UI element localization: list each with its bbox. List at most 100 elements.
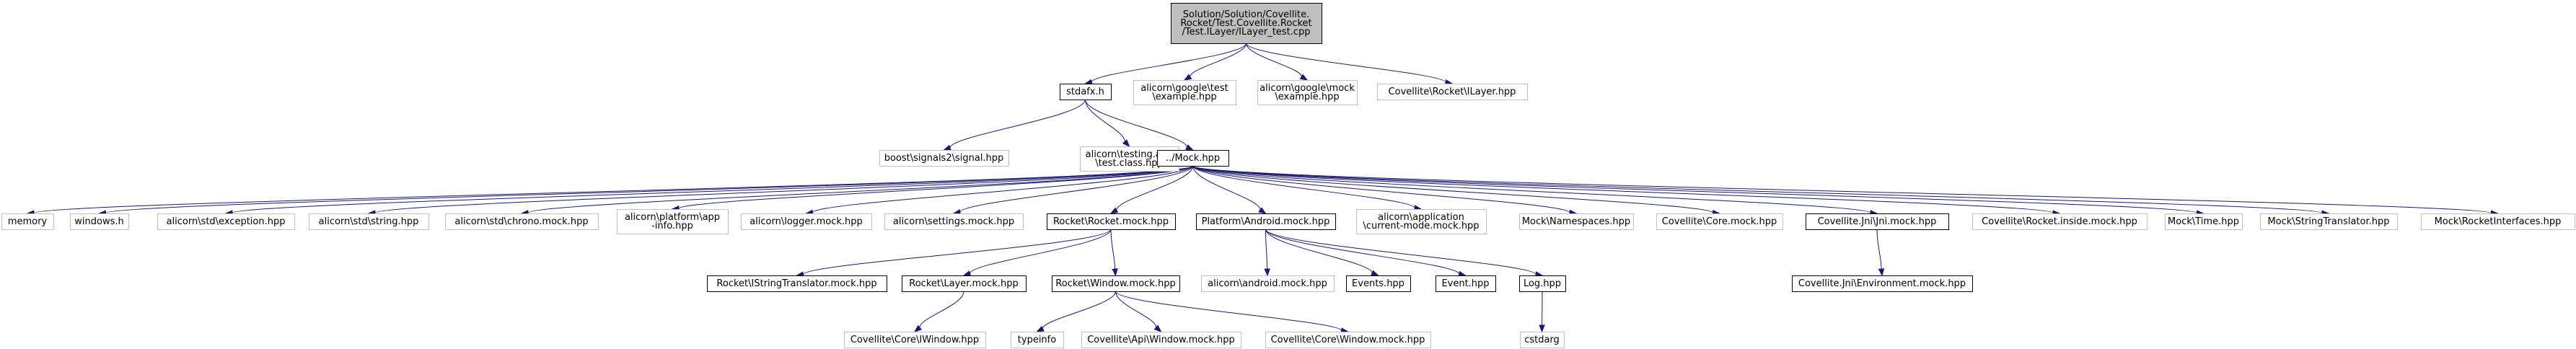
node-label: Rocket\Rocket.mock.hpp [1053,216,1169,227]
edge-platform_android-to-events [1265,229,1379,276]
edge-line [1115,291,1157,328]
node-stdafx[interactable]: stdafx.h [1060,84,1112,100]
node-box [2421,213,2575,230]
node-root[interactable]: Solution/Solution/Covellite.Rocket/Test.… [1171,3,1322,44]
node-gmock_example: alicorn\google\mock\example.hpp [1257,80,1358,105]
node-label: cstdarg [1524,335,1560,345]
node-current_mode: alicorn\application\current-mode.mock.hp… [1356,209,1487,234]
node-platform_android[interactable]: Platform\Android.mock.hpp [1196,213,1336,230]
edge-mock-to-string [367,165,1193,216]
node-exception: alicorn\std\exception.hpp [157,213,295,230]
edge-line [374,165,1193,213]
node-label: alicorn\application [1378,212,1464,223]
edge-line [1192,165,2323,214]
node-label: alicorn\google\test [1140,83,1228,94]
edge-mock-to-jnimock [1192,165,1878,216]
node-box [445,213,599,230]
node-event[interactable]: Event.hpp [1436,275,1496,292]
edge-mock-to-platform_android [1192,165,1267,214]
edge-line [802,229,1112,275]
node-box [1377,84,1528,100]
node-environment[interactable]: Covellite.Jni\Environment.mock.hpp [1792,275,1973,292]
node-label: ../Mock.hpp [1166,153,1220,164]
edge-line [1192,165,1570,213]
edge-line [232,165,1193,214]
node-box [707,275,887,292]
edge-layermock-to-iwindow [913,291,964,332]
edge-line [949,99,1086,149]
edge-line [1192,165,1261,211]
node-box [1060,84,1112,100]
edge-root-to-gmock_example [1246,43,1309,81]
node-rocketmock[interactable]: Rocket\Rocket.mock.hpp [1047,213,1176,230]
node-cstdarg: cstdarg [1520,332,1565,348]
node-box [1656,213,1783,230]
node-box [2260,213,2398,230]
edge-line [1265,229,1460,275]
node-label: \current-mode.mock.hpp [1363,221,1479,231]
edge-stdafx-to-mock [1085,99,1194,151]
node-box [884,213,1024,230]
node-events[interactable]: Events.hpp [1346,275,1411,292]
node-coremock: Covellite\Core.mock.hpp [1656,213,1783,230]
node-signal: boost\signals2\signal.hpp [879,150,1009,167]
edge-line [1876,229,1882,270]
node-box [902,275,1027,292]
edge-arrowhead [962,270,972,277]
node-label: alicorn\testing.app [1086,149,1174,160]
node-box [741,213,872,230]
node-layermock[interactable]: Rocket\Layer.mock.hpp [902,275,1027,292]
edge-line [1115,291,1342,331]
node-box [1792,275,1973,292]
node-rocketinterfaces: Mock\RocketInterfaces.hpp [2421,213,2575,230]
node-label: Platform\Android.mock.hpp [1202,216,1330,227]
edge-mock-to-windows [98,165,1193,216]
node-box [1052,275,1180,292]
node-label: windows.h [74,216,123,227]
node-label: boost\signals2\signal.hpp [884,153,1004,164]
edge-arrowhead [1264,268,1270,277]
node-string: alicorn\std\string.hpp [309,213,429,230]
edge-root-to-gtest_example [1183,43,1247,81]
node-label: Covellite\Core\Window.mock.hpp [1271,335,1425,345]
node-apiwindow: Covellite\Api\Window.mock.hpp [1081,332,1241,348]
edge-line [1110,229,1116,270]
edge-line [1192,165,1415,208]
node-label: Events.hpp [1352,278,1405,289]
edge-line [1116,165,1193,211]
node-label: alicorn\settings.mock.hpp [893,216,1014,227]
node-typeinfo: typeinfo [1011,332,1064,348]
node-box [2165,213,2243,230]
node-jnimock[interactable]: Covellite.Jni\Jni.mock.hpp [1806,213,1949,230]
edge-arrowhead [1122,139,1130,148]
node-iwindow: Covellite\Core\IWindow.hpp [844,332,986,348]
edge-line [1085,99,1187,148]
edge-line [812,165,1193,213]
edge-rocketmock-to-layermock [962,229,1112,277]
node-windowmock[interactable]: Rocket\Window.mock.hpp [1052,275,1180,292]
node-windows: windows.h [70,213,129,230]
edge-mock-to-memory [26,165,1193,216]
node-box [1257,80,1358,105]
edge-line [1192,165,1714,213]
edge-line [1190,43,1247,77]
edge-arrowhead [1878,268,1885,277]
node-box [1436,275,1496,292]
node-box [1346,275,1411,292]
node-box [1171,3,1322,44]
node-chrono: alicorn\std\chrono.mock.hpp [445,213,599,230]
node-box [1081,332,1241,348]
edge-mock-to-rocketmock [1109,165,1193,214]
edge-line [1265,229,1373,273]
node-label: Rocket\Layer.mock.hpp [909,278,1018,289]
node-label: Covellite.Jni\Environment.mock.hpp [1798,278,1966,289]
node-istringtranslator[interactable]: Rocket\IStringTranslator.mock.hpp [707,275,887,292]
edge-line [1042,291,1116,330]
node-label: -info.hpp [651,221,693,231]
node-label: Mock\Time.hpp [2168,216,2239,227]
node-log[interactable]: Log.hpp [1519,275,1566,292]
node-mock[interactable]: ../Mock.hpp [1157,150,1229,167]
edge-line [527,165,1193,213]
node-box [617,209,729,234]
edge-arrowhead [1371,270,1379,276]
